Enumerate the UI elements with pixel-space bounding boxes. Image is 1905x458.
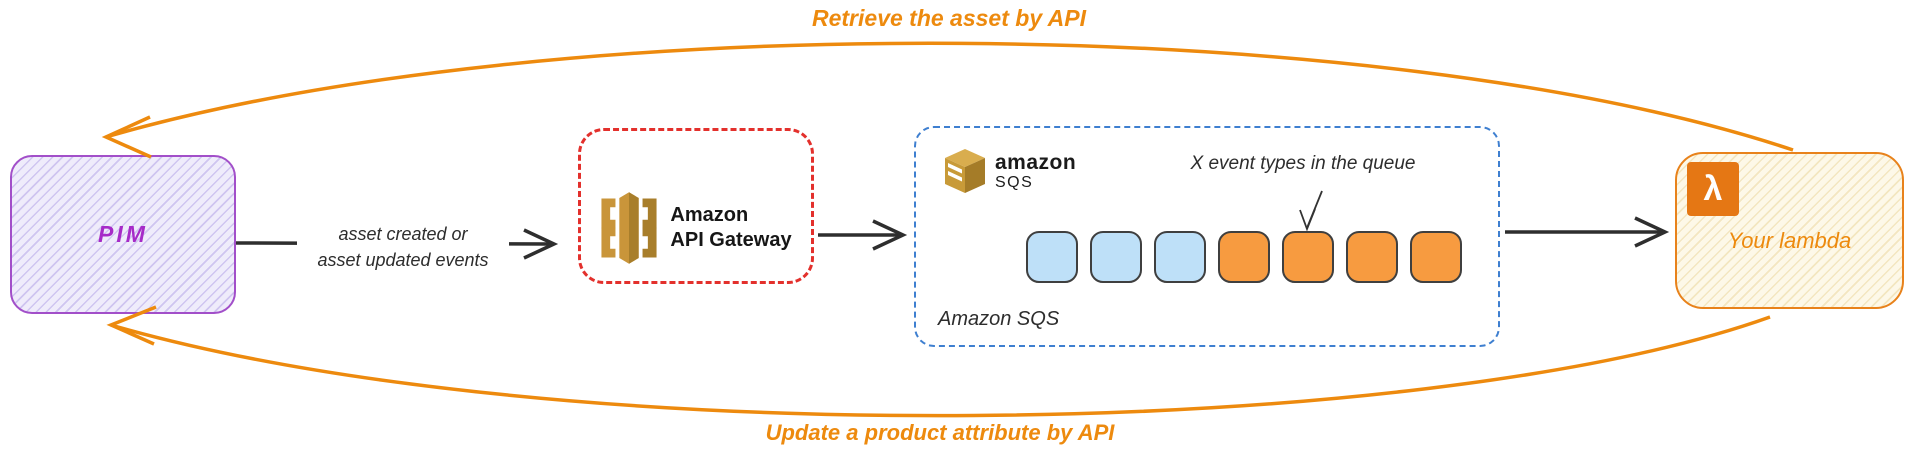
retrieve-api-arrowhead <box>101 115 152 159</box>
gateway-to-sqs-arrowhead <box>872 219 908 251</box>
lambda-icon: λ <box>1687 162 1739 216</box>
events-label-line1: asset created or <box>338 224 468 244</box>
events-label-line2: asset updated events <box>317 250 489 271</box>
sqs-node: amazon SQS Amazon SQS <box>914 126 1500 347</box>
lambda-icon-glyph: λ <box>1703 169 1723 208</box>
sqs-logo: amazon SQS <box>944 148 1076 194</box>
queue-item-orange <box>1282 231 1334 283</box>
sqs-queue <box>1026 231 1462 283</box>
sqs-caption: Amazon SQS <box>938 308 1060 330</box>
queue-annotation: X event types in the queue <box>1190 153 1416 174</box>
queue-item-blue <box>1026 231 1078 283</box>
sqs-logo-text: amazon SQS <box>995 152 1076 191</box>
sqs-to-lambda-arrowhead <box>1634 216 1670 248</box>
queue-item-orange <box>1346 231 1398 283</box>
sqs-icon <box>945 149 985 193</box>
events-edge-arrowhead <box>523 228 559 260</box>
sqs-logo-amazon: amazon <box>995 150 1077 174</box>
lambda-label: Your lambda <box>1727 228 1852 253</box>
pim-node: PIM <box>10 155 236 314</box>
queue-item-blue <box>1090 231 1142 283</box>
api-gateway-label: Amazon API Gateway <box>670 203 791 253</box>
api-gateway-content: Amazon API Gateway <box>581 191 811 265</box>
retrieve-api-label: Retrieve the asset by API <box>748 5 1150 32</box>
lambda-node: λ Your lambda <box>1675 152 1904 309</box>
api-gateway-label-line2: API Gateway <box>670 229 792 251</box>
pim-label: PIM <box>98 221 148 247</box>
api-gateway-icon <box>601 192 657 264</box>
queue-item-orange <box>1218 231 1270 283</box>
sqs-logo-sub: SQS <box>995 173 1034 191</box>
update-api-label: Update a product attribute by API <box>708 420 1172 446</box>
api-gateway-node: Amazon API Gateway <box>578 128 814 284</box>
queue-item-blue <box>1154 231 1206 283</box>
events-edge-label: asset created or asset updated events <box>297 221 509 274</box>
api-gateway-label-line1: Amazon <box>670 204 749 226</box>
queue-item-orange <box>1410 231 1462 283</box>
